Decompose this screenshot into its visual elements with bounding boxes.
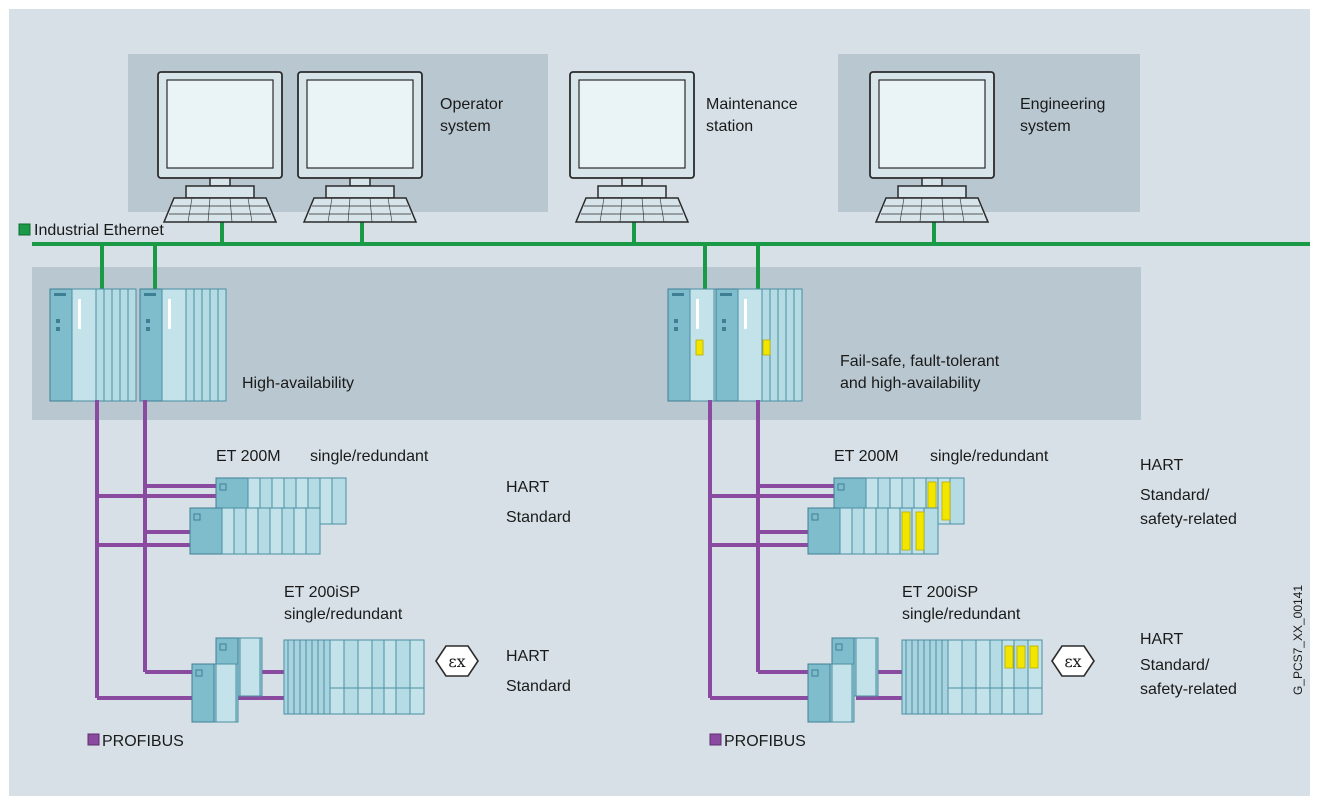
operator-label-2: system bbox=[440, 118, 491, 135]
ethernet-label: Industrial Ethernet bbox=[34, 222, 164, 239]
profibus-right-label: PROFIBUS bbox=[724, 733, 806, 750]
et200m-right-2 bbox=[807, 507, 939, 555]
profibus-left-label: PROFIBUS bbox=[102, 733, 184, 750]
maintenance-label-1: Maintenance bbox=[706, 96, 798, 113]
profibus-left-swatch bbox=[87, 733, 100, 746]
ethernet-legend-swatch bbox=[18, 223, 31, 236]
et200m-left-2 bbox=[189, 507, 321, 555]
engineering-label-1: Engineering bbox=[1020, 96, 1105, 113]
figure-id: G_PCS7_XX_00141 bbox=[1291, 585, 1305, 695]
et200m-right-mode: single/redundant bbox=[930, 448, 1049, 465]
et200m-left-hart: HART bbox=[506, 479, 549, 496]
operator-monitor-2-icon bbox=[297, 71, 423, 223]
engineering-monitor-icon bbox=[869, 71, 995, 223]
et200isp-right-type-2: safety-related bbox=[1140, 681, 1237, 698]
profibus-left bbox=[95, 400, 284, 700]
et200m-right-hart: HART bbox=[1140, 457, 1183, 474]
operator-label-1: Operator bbox=[440, 96, 504, 113]
ex-left-icon: εx bbox=[435, 645, 479, 677]
et200m-right-type-1: Standard/ bbox=[1140, 487, 1210, 504]
isp-interface-left-2 bbox=[191, 663, 239, 723]
safety-module-marker bbox=[695, 339, 704, 356]
operator-monitor-1-icon bbox=[157, 71, 283, 223]
et200m-right-type-2: safety-related bbox=[1140, 511, 1237, 528]
controller-right-label-1: Fail-safe, fault-tolerant bbox=[840, 353, 1000, 370]
et200isp-left-type: Standard bbox=[506, 678, 571, 695]
isp-rack-right bbox=[901, 639, 1043, 715]
ex-right-icon: εx bbox=[1051, 645, 1095, 677]
et200isp-right-hart: HART bbox=[1140, 631, 1183, 648]
et200m-left-type: Standard bbox=[506, 509, 571, 526]
ex-right-symbol: εx bbox=[1064, 652, 1081, 671]
controller-right bbox=[667, 288, 803, 402]
controller-left-label: High-availability bbox=[242, 375, 354, 392]
et200isp-left-mode: single/redundant bbox=[284, 606, 403, 623]
isp-interface-right-2 bbox=[807, 663, 855, 723]
et200m-left-name: ET 200M bbox=[216, 448, 281, 465]
et200isp-right-type-1: Standard/ bbox=[1140, 657, 1210, 674]
maintenance-monitor-icon bbox=[569, 71, 695, 223]
safety-module-marker bbox=[762, 339, 771, 356]
et200isp-left-hart: HART bbox=[506, 648, 549, 665]
et200isp-right-mode: single/redundant bbox=[902, 606, 1021, 623]
et200isp-left-name: ET 200iSP bbox=[284, 584, 360, 601]
et200m-left-mode: single/redundant bbox=[310, 448, 429, 465]
engineering-label-2: system bbox=[1020, 118, 1071, 135]
isp-rack-left bbox=[283, 639, 425, 715]
controller-right-label-2: and high-availability bbox=[840, 375, 981, 392]
profibus-right-swatch bbox=[709, 733, 722, 746]
et200m-right-name: ET 200M bbox=[834, 448, 899, 465]
maintenance-label-2: station bbox=[706, 118, 753, 135]
et200isp-right-name: ET 200iSP bbox=[902, 584, 978, 601]
ex-left-symbol: εx bbox=[448, 652, 465, 671]
